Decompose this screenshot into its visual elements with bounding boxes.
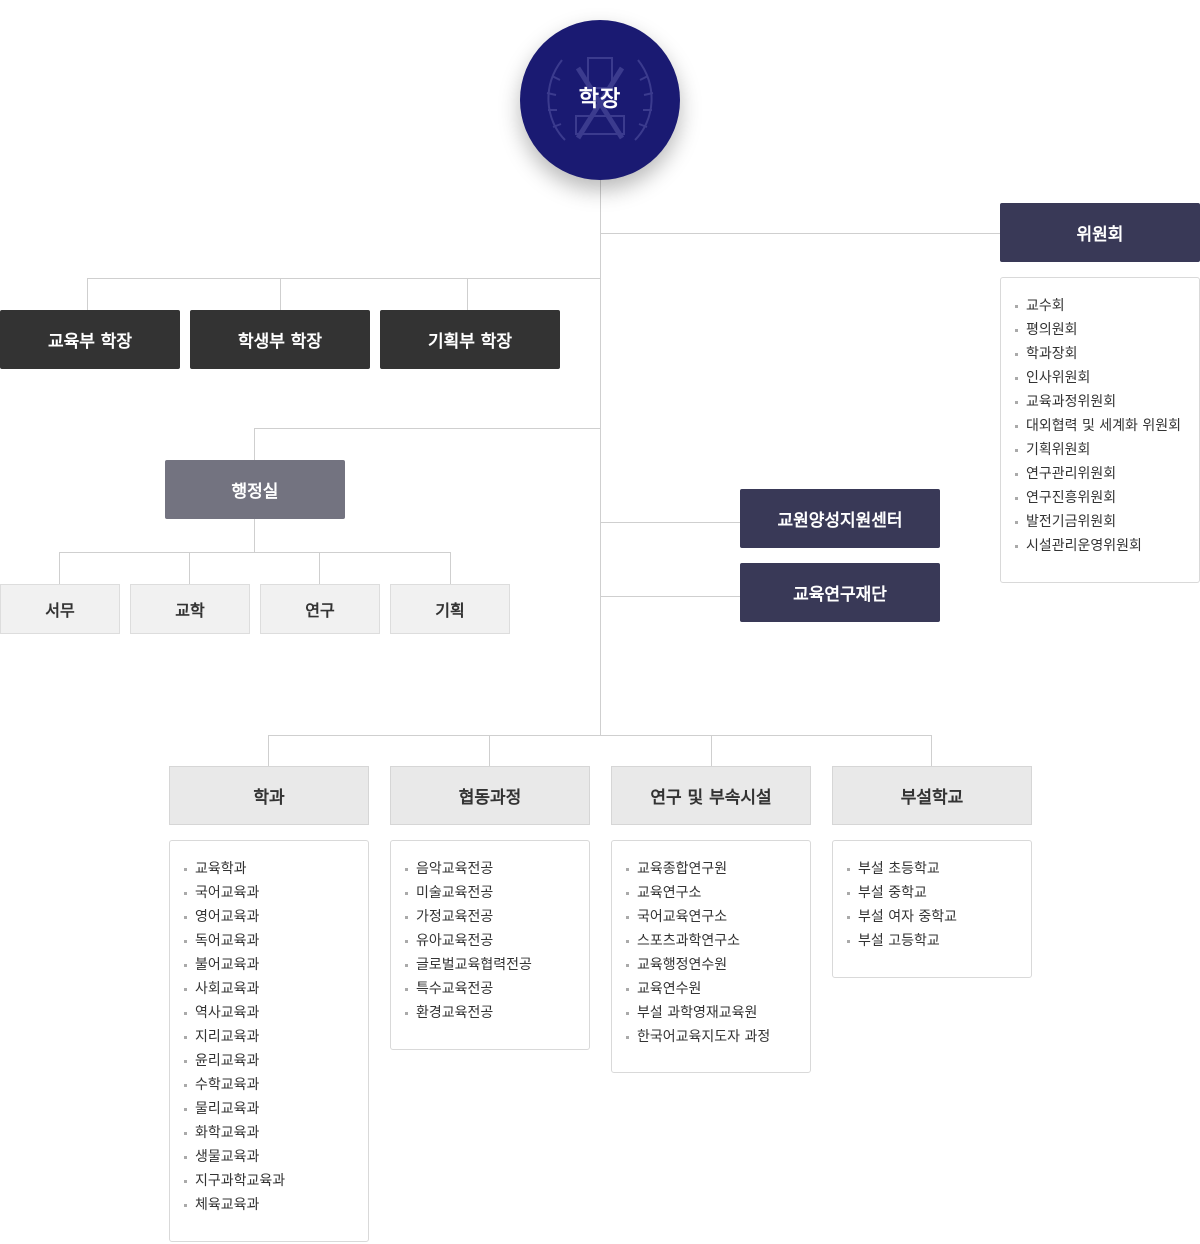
list-item[interactable]: 국어교육과 — [184, 881, 368, 905]
category-label: 부설학교 — [900, 788, 964, 808]
list-item[interactable]: 음악교육전공 — [405, 857, 589, 881]
list-item[interactable]: 미술교육전공 — [405, 881, 589, 905]
list-item[interactable]: 부설 중학교 — [847, 881, 1031, 905]
admin-team-planning[interactable]: 기획 — [390, 584, 510, 634]
list-item[interactable]: 영어교육과 — [184, 905, 368, 929]
list-item[interactable]: 연구진흥위원회 — [1015, 486, 1199, 510]
list-item[interactable]: 지구과학교육과 — [184, 1169, 368, 1193]
list-item[interactable]: 국어교육연구소 — [626, 905, 810, 929]
list-item[interactable]: 교육연구소 — [626, 881, 810, 905]
vice-president-planning[interactable]: 기획부 학장 — [380, 310, 560, 369]
admin-office[interactable]: 행정실 — [165, 460, 345, 519]
teacher-training-center-label: 교원양성지원센터 — [777, 511, 903, 531]
list-item[interactable]: 교육행정연수원 — [626, 953, 810, 977]
list-item[interactable]: 사회교육과 — [184, 977, 368, 1001]
vice-president-education[interactable]: 교육부 학장 — [0, 310, 180, 369]
category-label: 연구 및 부속시설 — [650, 788, 772, 808]
research-facilities-list: 교육종합연구원 교육연구소 국어교육연구소 스포츠과학연구소 교육행정연수원 교… — [611, 840, 811, 1073]
vice-president-student-label: 학생부 학장 — [237, 332, 323, 352]
category-research-facilities[interactable]: 연구 및 부속시설 — [611, 766, 811, 825]
list-item[interactable]: 불어교육과 — [184, 953, 368, 977]
list-item[interactable]: 부설 초등학교 — [847, 857, 1031, 881]
category-interdisciplinary[interactable]: 협동과정 — [390, 766, 590, 825]
category-affiliated-schools[interactable]: 부설학교 — [832, 766, 1032, 825]
list-item[interactable]: 부설 여자 중학교 — [847, 905, 1031, 929]
list-item[interactable]: 물리교육과 — [184, 1097, 368, 1121]
list-item[interactable]: 글로벌교육협력전공 — [405, 953, 589, 977]
list-item[interactable]: 시설관리운영위원회 — [1015, 534, 1199, 558]
list-item[interactable]: 지리교육과 — [184, 1025, 368, 1049]
committee-list: 교수회 평의원회 학과장회 인사위원회 교육과정위원회 대외협력 및 세계화 위… — [1000, 277, 1200, 583]
admin-team-label: 교학 — [175, 601, 205, 620]
list-item[interactable]: 한국어교육지도자 과정 — [626, 1025, 810, 1049]
list-item[interactable]: 학과장회 — [1015, 342, 1199, 366]
list-item[interactable]: 생물교육과 — [184, 1145, 368, 1169]
education-research-foundation[interactable]: 교육연구재단 — [740, 563, 940, 622]
vice-president-planning-label: 기획부 학장 — [427, 332, 513, 352]
admin-team-label: 서무 — [45, 601, 75, 620]
university-emblem-icon — [546, 57, 654, 141]
list-item[interactable]: 윤리교육과 — [184, 1049, 368, 1073]
list-item[interactable]: 가정교육전공 — [405, 905, 589, 929]
list-item[interactable]: 대외협력 및 세계화 위원회 — [1015, 414, 1199, 438]
list-item[interactable]: 수학교육과 — [184, 1073, 368, 1097]
education-research-foundation-label: 교육연구재단 — [793, 585, 887, 605]
list-item[interactable]: 인사위원회 — [1015, 366, 1199, 390]
list-item[interactable]: 교육과정위원회 — [1015, 390, 1199, 414]
list-item[interactable]: 부설 고등학교 — [847, 929, 1031, 953]
list-item[interactable]: 스포츠과학연구소 — [626, 929, 810, 953]
teacher-training-center[interactable]: 교원양성지원센터 — [740, 489, 940, 548]
admin-office-label: 행정실 — [231, 482, 279, 502]
category-label: 협동과정 — [458, 788, 522, 808]
list-item[interactable]: 기획위원회 — [1015, 438, 1199, 462]
list-item[interactable]: 교육학과 — [184, 857, 368, 881]
list-item[interactable]: 독어교육과 — [184, 929, 368, 953]
president-label: 학장 — [578, 87, 622, 112]
departments-list: 교육학과 국어교육과 영어교육과 독어교육과 불어교육과 사회교육과 역사교육과… — [169, 840, 369, 1242]
affiliated-schools-list: 부설 초등학교 부설 중학교 부설 여자 중학교 부설 고등학교 — [832, 840, 1032, 978]
category-label: 학과 — [253, 788, 285, 808]
list-item[interactable]: 교육종합연구원 — [626, 857, 810, 881]
admin-team-academic[interactable]: 교학 — [130, 584, 250, 634]
committee-label: 위원회 — [1076, 225, 1124, 245]
list-item[interactable]: 발전기금위원회 — [1015, 510, 1199, 534]
list-item[interactable]: 환경교육전공 — [405, 1001, 589, 1025]
list-item[interactable]: 체육교육과 — [184, 1193, 368, 1217]
vice-president-student[interactable]: 학생부 학장 — [190, 310, 370, 369]
list-item[interactable]: 평의원회 — [1015, 318, 1199, 342]
committee-header[interactable]: 위원회 — [1000, 203, 1200, 262]
list-item[interactable]: 부설 과학영재교육원 — [626, 1001, 810, 1025]
president-node[interactable]: 학장 — [520, 20, 680, 180]
category-departments[interactable]: 학과 — [169, 766, 369, 825]
list-item[interactable]: 화학교육과 — [184, 1121, 368, 1145]
list-item[interactable]: 교수회 — [1015, 294, 1199, 318]
list-item[interactable]: 교육연수원 — [626, 977, 810, 1001]
admin-team-label: 기획 — [435, 601, 465, 620]
list-item[interactable]: 연구관리위원회 — [1015, 462, 1199, 486]
vice-president-education-label: 교육부 학장 — [47, 332, 133, 352]
admin-team-research[interactable]: 연구 — [260, 584, 380, 634]
list-item[interactable]: 특수교육전공 — [405, 977, 589, 1001]
list-item[interactable]: 역사교육과 — [184, 1001, 368, 1025]
interdisciplinary-list: 음악교육전공 미술교육전공 가정교육전공 유아교육전공 글로벌교육협력전공 특수… — [390, 840, 590, 1050]
list-item[interactable]: 유아교육전공 — [405, 929, 589, 953]
admin-team-label: 연구 — [305, 601, 335, 620]
admin-team-general[interactable]: 서무 — [0, 584, 120, 634]
